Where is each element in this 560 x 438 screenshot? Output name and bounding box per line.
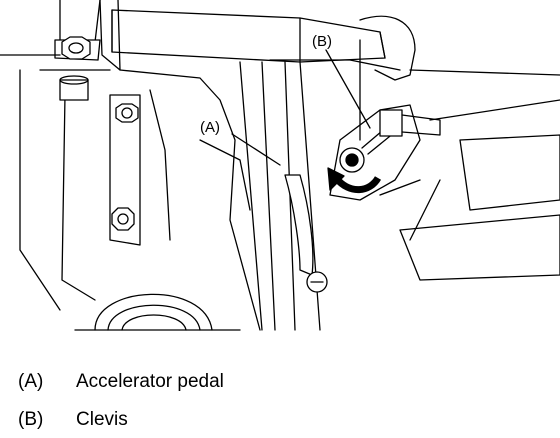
callout-b: (B): [312, 33, 332, 50]
clevis-assembly: [329, 15, 441, 201]
legend-text-a: Accelerator pedal: [76, 371, 224, 392]
upper-shaft: [111, 9, 386, 63]
legend-key-b: (B): [18, 409, 44, 430]
accelerator-pedal-arm: [239, 61, 328, 331]
legend-item-b: (B) Clevis: [18, 409, 128, 431]
leader-line-b: [325, 49, 371, 129]
legend-key-a: (A): [18, 371, 44, 392]
legend-text-b: Clevis: [76, 409, 128, 430]
round-boss: [74, 293, 241, 331]
housing-body: [0, 54, 401, 331]
legend-item-a: (A) Accelerator pedal: [18, 371, 224, 393]
bolt-nut-top: [59, 36, 91, 101]
leader-line-a: [231, 133, 281, 166]
right-structure: [379, 69, 560, 281]
bolt-nut-mid: [115, 103, 139, 123]
callout-a: (A): [200, 119, 220, 136]
rotation-arrow-icon: [327, 167, 382, 194]
bolt-nut-low: [111, 207, 135, 231]
